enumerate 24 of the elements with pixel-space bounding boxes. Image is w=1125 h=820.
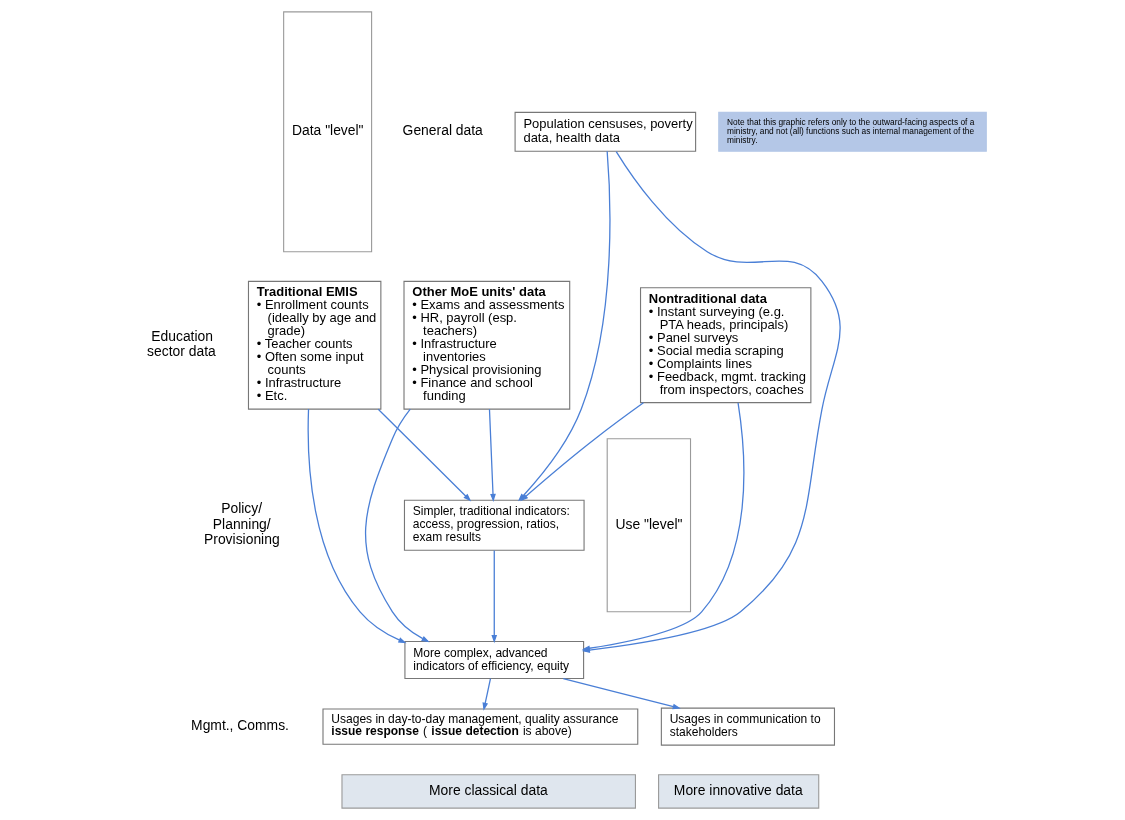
node-box: Usages in day-to-day management, quality assurance issue response (issue detection is above)	[321, 708, 638, 745]
node-box: More innovative data	[657, 774, 819, 809]
arrow	[562, 677, 681, 710]
arrow	[481, 677, 491, 711]
node-box: Traditional EMIS • Enrollment counts (ideally by age and grade) • Teacher counts • Often some input counts • Infrastructure • Etc.	[247, 280, 381, 410]
label: Education sector data	[146, 327, 216, 360]
node-box: Use "level"	[606, 438, 691, 613]
node-box: Usages in communication to stakeholders	[660, 707, 835, 746]
arrow	[377, 408, 471, 502]
node-box: Note that this graphic refers only to the outward-facing aspects of a ministry, and not (all) functions such as internal management of the ministry.	[717, 111, 987, 152]
arrow	[364, 408, 430, 643]
arrow	[488, 408, 496, 503]
node-box: Other MoE units' data • Exams and assessments • HR, payroll (esp. teachers) • Infrastructure inventories • Physical provisioning • Finance and school funding	[402, 280, 570, 410]
label: Policy/ Planning/ Provisioning	[203, 499, 280, 548]
node-box: Nontraditional data • Instant surveying (e.g. PTA heads, principals) • Panel surveys • Social media scraping • Complaints lines • Feedback, mgmt. tracking from inspectors, coaches	[639, 287, 811, 404]
label: General data	[402, 122, 483, 139]
arrow	[490, 549, 497, 644]
arrow	[307, 408, 407, 644]
node-box: Population censuses, poverty data, health data	[514, 111, 696, 152]
node-box: More classical data	[340, 774, 636, 809]
node-box: More complex, advanced indicators of efficiency, equity	[403, 640, 584, 680]
node-box: Data "level"	[282, 11, 372, 253]
node-box: Simpler, traditional indicators: access, progression, ratios, exam results	[403, 499, 585, 551]
label: Mgmt., Comms.	[190, 716, 289, 733]
